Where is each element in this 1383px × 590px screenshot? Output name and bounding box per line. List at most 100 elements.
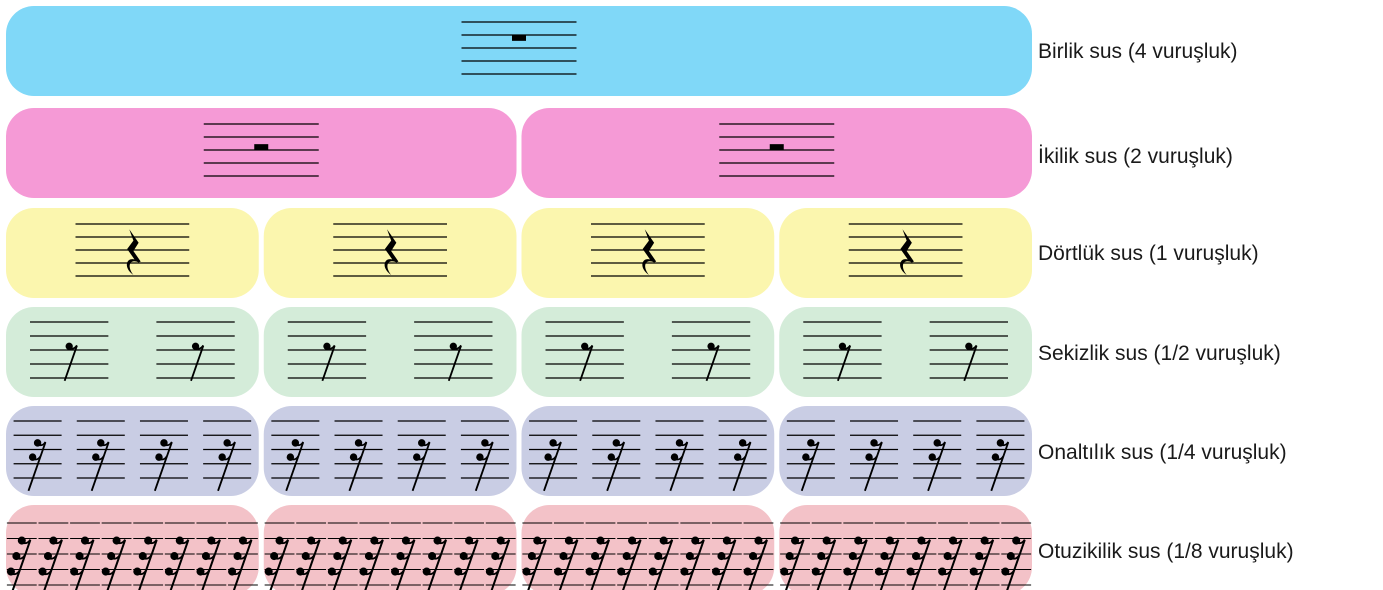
rest-panel: [521, 208, 775, 298]
quarter-rest-icon: [384, 229, 399, 275]
sixteenth-rest-icon: [732, 439, 752, 492]
thirty-second-rest-icon: [617, 536, 642, 590]
sixteenth-rest-icon: [27, 439, 47, 492]
sixteenth-rest-icon: [348, 439, 368, 492]
panel-background: [263, 505, 517, 590]
eighth-rest-icon: [63, 342, 78, 382]
row-label-thirty-second-rest: Otuzikilik sus (1/8 vuruşluk): [1038, 540, 1294, 563]
panel-background: [6, 6, 1032, 96]
sixteenth-rest-icon: [411, 439, 431, 492]
sixteenth-rest-icon: [90, 439, 110, 492]
thirty-second-rest-icon: [743, 536, 768, 590]
eighth-rest-icon: [837, 342, 851, 382]
thirty-second-rest-icon: [780, 536, 805, 590]
thirty-second-rest-icon: [454, 536, 479, 590]
thirty-second-rest-icon: [264, 536, 290, 590]
whole-rest-icon: [512, 35, 526, 41]
row-label-half-rest: İkilik sus (2 vuruşluk): [1038, 145, 1233, 168]
sixteenth-rest-icon: [669, 439, 689, 492]
thirty-second-rest-icon: [811, 536, 837, 590]
thirty-second-rest-icon: [359, 536, 384, 590]
panel-background: [6, 108, 517, 198]
sixteenth-rest-icon: [927, 439, 946, 492]
sixteenth-rest-icon: [474, 439, 494, 492]
rest-panel: [6, 505, 259, 590]
rest-panel: [779, 307, 1032, 397]
thirty-second-rest-icon: [391, 536, 416, 590]
rest-panel: [263, 406, 517, 496]
panel-background: [521, 307, 775, 397]
rest-panel: [779, 208, 1032, 298]
thirty-second-rest-icon: [196, 536, 221, 590]
rest-panel: [521, 505, 775, 590]
thirty-second-rest-icon: [38, 536, 63, 590]
rest-panel: [521, 108, 1032, 198]
rest-panel: [6, 406, 259, 496]
rest-panel: [6, 208, 259, 298]
row-label-whole-rest: Birlik sus (4 vuruşluk): [1038, 40, 1238, 63]
thirty-second-rest-icon: [133, 536, 158, 590]
thirty-second-rest-icon: [228, 536, 253, 590]
sixteenth-rest-icon: [990, 439, 1010, 492]
quarter-rest-icon: [642, 229, 657, 275]
row-label-eighth-rest: Sekizlik sus (1/2 vuruşluk): [1038, 342, 1281, 365]
quarter-rest-icon: [126, 229, 141, 275]
thirty-second-rest-icon: [485, 536, 511, 590]
rest-panel: [263, 208, 517, 298]
rest-panel: [6, 6, 1032, 96]
thirty-second-rest-icon: [648, 536, 674, 590]
panel-background: [779, 307, 1032, 397]
sixteenth-rest-icon: [543, 439, 562, 492]
thirty-second-rest-icon: [164, 536, 190, 590]
sixteenth-rest-icon: [217, 439, 236, 492]
eighth-rest-icon: [705, 342, 720, 382]
eighth-rest-icon: [579, 342, 594, 382]
eighth-rest-icon: [447, 342, 462, 382]
eighth-rest-icon: [963, 342, 978, 382]
panel-background: [263, 406, 517, 496]
thirty-second-rest-icon: [522, 536, 547, 590]
rest-panel: [6, 307, 259, 397]
panel-background: [6, 505, 259, 590]
sixteenth-rest-icon: [153, 439, 173, 492]
rest-panel: [263, 505, 517, 590]
thirty-second-rest-icon: [6, 536, 32, 590]
sixteenth-rest-icon: [606, 439, 625, 492]
row-label-sixteenth-rest: Onaltılık sus (1/4 vuruşluk): [1038, 441, 1287, 464]
panel-background: [779, 406, 1032, 496]
half-rest-icon: [769, 144, 784, 150]
thirty-second-rest-icon: [70, 536, 95, 590]
rest-panel: [521, 307, 775, 397]
thirty-second-rest-icon: [101, 536, 127, 590]
thirty-second-rest-icon: [711, 536, 737, 590]
panel-background: [521, 108, 1032, 198]
eighth-rest-icon: [190, 342, 205, 382]
half-rest-icon: [254, 144, 269, 150]
eighth-rest-icon: [321, 342, 336, 382]
rest-panel: [521, 406, 775, 496]
sixteenth-rest-icon: [285, 439, 305, 492]
thirty-second-rest-icon: [422, 536, 447, 590]
panel-background: [521, 505, 775, 590]
panel-background: [521, 406, 775, 496]
panel-background: [6, 307, 259, 397]
rest-panel: [6, 108, 517, 198]
thirty-second-rest-icon: [327, 536, 353, 590]
sixteenth-rest-icon: [800, 439, 820, 492]
thirty-second-rest-icon: [874, 536, 900, 590]
thirty-second-rest-icon: [554, 536, 579, 590]
row-label-quarter-rest: Dörtlük sus (1 vuruşluk): [1038, 242, 1259, 265]
thirty-second-rest-icon: [906, 536, 931, 590]
thirty-second-rest-icon: [680, 536, 705, 590]
sixteenth-rest-icon: [864, 439, 883, 492]
thirty-second-rest-icon: [585, 536, 610, 590]
thirty-second-rest-icon: [1001, 536, 1026, 590]
thirty-second-rest-icon: [843, 536, 868, 590]
thirty-second-rest-icon: [938, 536, 963, 590]
thirty-second-rest-icon: [296, 536, 321, 590]
panel-background: [779, 505, 1032, 590]
rest-panel: [263, 307, 517, 397]
panel-background: [263, 307, 517, 397]
quarter-rest-icon: [900, 229, 914, 275]
